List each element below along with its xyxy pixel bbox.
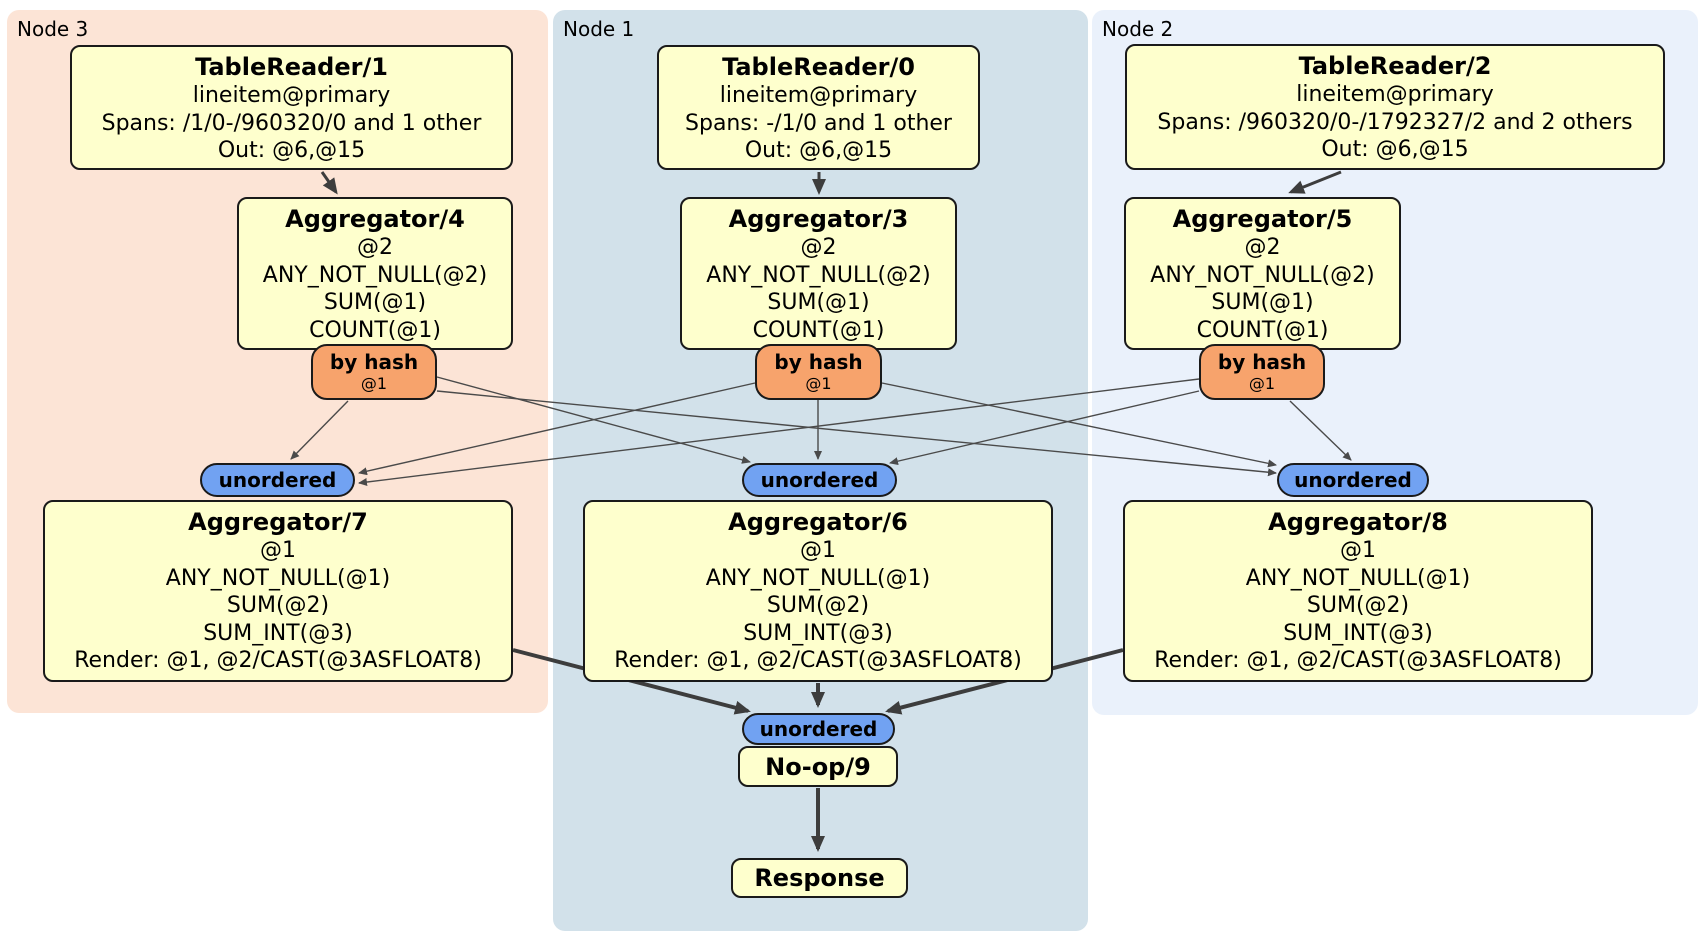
processor-tablereader-2: TableReader/2 lineitem@primary Spans: /9… — [1125, 44, 1665, 170]
router-detail: @1 — [1248, 374, 1276, 393]
processor-line: @2 — [800, 235, 837, 260]
processor-line: @2 — [1244, 235, 1281, 260]
edge-router4-sync8 — [436, 390, 1277, 477]
processor-title: Aggregator/7 — [188, 508, 368, 536]
edge-router3-sync7 — [358, 382, 756, 476]
edge-router3-sync8 — [881, 382, 1277, 468]
processor-line: ANY_NOT_NULL(@2) — [1150, 262, 1375, 288]
router-detail: @1 — [360, 374, 388, 393]
processor-line: Render: @1, @2/CAST(@3ASFLOAT8) — [614, 648, 1022, 673]
processor-aggregator-5: Aggregator/5 @2 ANY_NOT_NULL(@2) SUM(@1)… — [1124, 197, 1401, 350]
processor-line: COUNT(@1) — [309, 317, 441, 343]
sync-unordered-node1: unordered — [742, 463, 897, 497]
edge-router4-sync7 — [290, 400, 349, 460]
processor-title: TableReader/0 — [722, 53, 915, 81]
edge-tr1-agg4 — [320, 171, 338, 195]
processor-aggregator-8: Aggregator/8 @1 ANY_NOT_NULL(@1) SUM(@2)… — [1123, 500, 1593, 682]
processor-line: COUNT(@1) — [752, 317, 885, 343]
processor-title: No-op/9 — [765, 752, 871, 781]
processor-line: @1 — [1340, 538, 1376, 563]
processor-line: Render: @1, @2/CAST(@3ASFLOAT8) — [74, 648, 482, 673]
processor-line: SUM(@2) — [226, 593, 330, 618]
processor-line: Render: @1, @2/CAST(@3ASFLOAT8) — [1154, 648, 1562, 673]
processor-line: SUM(@2) — [766, 593, 870, 618]
processor-line: @1 — [800, 538, 836, 563]
processor-line: SUM_INT(@3) — [1283, 620, 1433, 646]
processor-tablereader-0: TableReader/0 lineitem@primary Spans: -/… — [657, 45, 980, 170]
processor-line: @2 — [357, 235, 393, 260]
sync-label: unordered — [760, 468, 879, 492]
processor-aggregator-4: Aggregator/4 @2 ANY_NOT_NULL(@2) SUM(@1)… — [237, 197, 513, 350]
edge-tr2-agg5 — [1288, 170, 1342, 194]
processor-line: SUM(@1) — [323, 290, 427, 315]
sync-unordered-node2: unordered — [1277, 463, 1429, 497]
processor-line: ANY_NOT_NULL(@2) — [706, 262, 931, 288]
processor-line: SUM_INT(@3) — [743, 620, 893, 646]
processor-title: TableReader/1 — [195, 53, 388, 81]
processor-title: Aggregator/8 — [1268, 508, 1448, 536]
processor-line: Out: @6,@15 — [1321, 137, 1469, 162]
processor-tablereader-1: TableReader/1 lineitem@primary Spans: /1… — [70, 45, 513, 170]
edge-router5-sync6 — [889, 390, 1200, 466]
group-label-node-3: Node 3 — [17, 17, 89, 41]
processor-title: Aggregator/6 — [728, 508, 908, 536]
processor-title: Aggregator/4 — [285, 205, 465, 233]
sync-unordered-node3: unordered — [200, 463, 355, 497]
edge-router5-sync8 — [1289, 400, 1352, 461]
router-label: by hash — [1217, 350, 1307, 374]
router-label: by hash — [774, 350, 863, 374]
processor-line: ANY_NOT_NULL(@1) — [165, 565, 391, 591]
processor-response: Response — [731, 858, 908, 898]
processor-line: Out: @6,@15 — [744, 138, 893, 163]
processor-line: ANY_NOT_NULL(@2) — [262, 262, 488, 288]
group-label-node-1: Node 1 — [563, 17, 635, 41]
processor-aggregator-3: Aggregator/3 @2 ANY_NOT_NULL(@2) SUM(@1)… — [680, 197, 957, 350]
processor-title: Aggregator/3 — [728, 205, 909, 233]
processor-line: lineitem@primary — [192, 83, 391, 108]
router-by-hash-node2: by hash @1 — [1199, 344, 1325, 400]
edge-router5-sync7 — [358, 378, 1200, 486]
sync-label: unordered — [759, 717, 878, 741]
processor-line: SUM(@1) — [1211, 290, 1314, 315]
processor-aggregator-7: Aggregator/7 @1 ANY_NOT_NULL(@1) SUM(@2)… — [43, 500, 513, 682]
processor-aggregator-6: Aggregator/6 @1 ANY_NOT_NULL(@1) SUM(@2)… — [583, 500, 1053, 682]
router-by-hash-node3: by hash @1 — [311, 344, 437, 400]
processor-line: lineitem@primary — [1296, 82, 1494, 107]
processor-line: @1 — [260, 538, 296, 563]
processor-line: ANY_NOT_NULL(@1) — [705, 565, 931, 591]
processor-line: Spans: /1/0-/960320/0 and 1 other — [101, 110, 482, 136]
sync-label: unordered — [1294, 468, 1412, 492]
processor-line: lineitem@primary — [719, 83, 918, 108]
router-detail: @1 — [805, 374, 832, 393]
processor-line: Spans: /960320/0-/1792327/2 and 2 others — [1157, 109, 1633, 135]
processor-line: COUNT(@1) — [1196, 317, 1329, 343]
processor-title: TableReader/2 — [1298, 52, 1492, 80]
processor-title: Response — [754, 864, 885, 892]
processor-line: Out: @6,@15 — [217, 138, 366, 163]
processor-noop-9: No-op/9 — [738, 746, 898, 787]
group-label-node-2: Node 2 — [1102, 17, 1174, 41]
sync-unordered-final: unordered — [742, 713, 895, 745]
processor-line: ANY_NOT_NULL(@1) — [1245, 565, 1471, 591]
processor-line: Spans: -/1/0 and 1 other — [685, 110, 952, 136]
processor-line: SUM(@2) — [1306, 593, 1410, 618]
processor-line: SUM(@1) — [767, 290, 870, 315]
sync-label: unordered — [218, 468, 337, 492]
processor-title: Aggregator/5 — [1172, 205, 1353, 233]
processor-line: SUM_INT(@3) — [203, 620, 353, 646]
router-by-hash-node1: by hash @1 — [755, 344, 882, 400]
router-label: by hash — [329, 350, 419, 374]
